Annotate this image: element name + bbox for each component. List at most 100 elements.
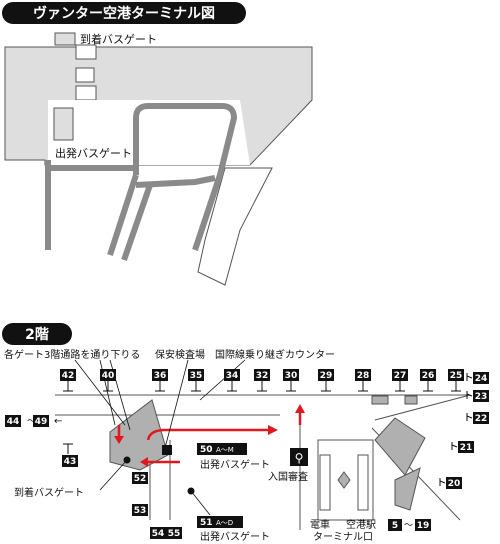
immigration-icon: ⚲ <box>295 451 304 465</box>
left-arrow: ← <box>54 416 62 427</box>
gate-53-label: 53 <box>134 506 147 516</box>
gate-range-5-19: 5 〜 19 <box>388 519 431 531</box>
gates-right: 24 23 22 21 20 <box>439 372 489 489</box>
gate-29-label: 29 <box>320 371 333 381</box>
gate-35-badge: 35 <box>188 369 204 392</box>
gate-27-label: 27 <box>394 371 407 381</box>
arrival-gate-label: 到着バスゲート <box>14 486 84 499</box>
arrow-main <box>146 428 270 441</box>
gate-25-label: 25 <box>450 371 463 381</box>
road-arc <box>135 175 216 188</box>
gate-52-label: 52 <box>134 474 147 484</box>
gate-26-label: 26 <box>422 371 435 381</box>
gate-42-badge: 42 <box>60 369 76 392</box>
bus-gate-51: 51 A〜D <box>197 516 243 528</box>
gate-34-label: 34 <box>226 371 239 381</box>
transfer-label: 国際線乗り継ぎカウンター <box>215 348 335 361</box>
bus-gate-50: 50 A〜M <box>197 443 247 455</box>
gate-28-label: 28 <box>357 371 370 381</box>
gate-54-badge: 54 <box>150 527 166 539</box>
gate-29-badge: 29 <box>318 369 334 392</box>
terminal-courtyard <box>48 100 250 165</box>
floor-2-badge: 2階 <box>2 323 72 345</box>
bus-gate-box-1 <box>75 44 97 60</box>
gates-top: 42 40 36 35 34 32 30 29 28 27 26 25 <box>60 369 464 392</box>
gate-43: 43 <box>62 443 78 467</box>
stairs-note: 各ゲート3階通路を通り下りる <box>4 348 140 361</box>
gate-30-label: 30 <box>285 371 298 381</box>
gate-49-label: 49 <box>35 417 48 427</box>
gate-21-badge: 21 <box>451 441 474 453</box>
gate-22-label: 22 <box>475 414 488 424</box>
gate-54-label: 54 <box>152 529 165 539</box>
arrival-gate-legend-text: 到着バスゲート <box>80 32 157 46</box>
gate-19-label: 19 <box>417 521 430 531</box>
gate-53-badge: 53 <box>132 504 148 516</box>
gate-26-badge: 26 <box>420 369 436 392</box>
gate-44-label: 44 <box>7 417 20 427</box>
security-label: 保安検査場 <box>155 348 205 361</box>
gate-20-label: 20 <box>448 479 461 489</box>
road-diagonal-2 <box>121 184 153 261</box>
gate-55-label: 55 <box>168 529 181 539</box>
gate-21-label: 21 <box>460 443 473 453</box>
pier-east <box>197 167 273 286</box>
gate-40-badge: 40 <box>100 369 116 392</box>
gate-36-label: 36 <box>154 371 167 381</box>
pier-south-east <box>394 467 421 511</box>
arrival-gate-legend-swatch <box>54 32 76 46</box>
road-diagonal-1 <box>107 174 139 256</box>
bus-gate-box-2 <box>75 67 95 83</box>
gate-42-label: 42 <box>62 371 75 381</box>
gate-52-badge: 52 <box>132 472 148 484</box>
departure-gate-1-label: 出発バスゲート <box>200 458 270 471</box>
gate-32-label: 32 <box>256 371 269 381</box>
immigration-label: 入国審査 <box>268 470 308 483</box>
transfer-arrows <box>117 412 302 464</box>
gate-30-badge: 30 <box>283 369 299 392</box>
terminal-map-title: ヴァンター空港ターミナル図 <box>2 2 246 24</box>
gate-43-label: 43 <box>64 457 77 467</box>
bus-gate-51-letters: A〜D <box>216 519 233 527</box>
gate-25-badge: 25 <box>448 369 464 392</box>
train-station-label: 電車 空港駅 ターミナル口 <box>310 518 379 543</box>
gate-27-badge: 27 <box>392 369 408 392</box>
bus-gate-50-letters: A〜M <box>216 446 234 454</box>
immigration-booth <box>290 448 308 466</box>
gate-range-44-49: 44 〜 49 ← <box>5 415 62 427</box>
leader-lines <box>74 359 246 516</box>
gate-23-badge: 23 <box>466 390 489 402</box>
train-station-line3: ターミナル口 <box>313 531 373 543</box>
arrow-heads <box>114 404 305 467</box>
gate-24-label: 24 <box>475 374 488 384</box>
terminal-map-title-text: ヴァンター空港ターミナル図 <box>33 6 215 22</box>
departure-gate-2-label: 出発バスゲート <box>200 530 270 543</box>
train-station-line2: 空港駅 <box>346 518 376 531</box>
gate-36-badge: 36 <box>152 369 168 392</box>
security-marker <box>162 445 172 455</box>
departure-gate-label: 出発バスゲート <box>55 146 132 160</box>
gate-28-badge: 28 <box>355 369 371 392</box>
gate-area-27 <box>371 395 389 405</box>
gate-5-label: 5 <box>392 521 398 531</box>
floor-2-badge-text: 2階 <box>25 327 49 343</box>
bus-gate-51-num: 51 <box>200 518 213 528</box>
departure-gate-area <box>53 107 74 141</box>
station-diamond <box>337 471 351 489</box>
train-station-line1: 電車 <box>310 518 330 531</box>
station-platform-1 <box>319 454 331 511</box>
gate-55-badge: 55 <box>166 527 182 539</box>
gate-23-label: 23 <box>475 392 488 402</box>
pier-north-east <box>374 417 426 476</box>
gate-area-26 <box>404 395 418 405</box>
gate-range-sep: 〜 <box>27 417 36 427</box>
gate-34-badge: 34 <box>224 369 240 392</box>
station-platform-2 <box>357 454 369 511</box>
floor-2-map: ⚲ <box>55 359 471 530</box>
gate-20-badge: 20 <box>439 477 462 489</box>
bus-gate-box-3 <box>75 85 97 101</box>
gate-40-label: 40 <box>102 371 115 381</box>
bus-gate-50-num: 50 <box>200 445 213 455</box>
